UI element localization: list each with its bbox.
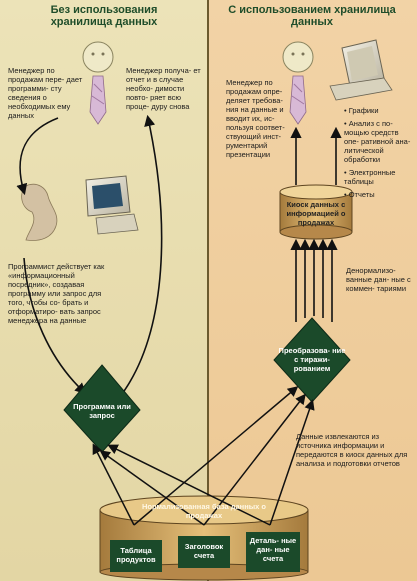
tool-item-spreadsheets: • Электронные таблицы <box>344 168 396 186</box>
left-manager-figure <box>82 41 114 125</box>
data-kiosk-cylinder <box>279 184 353 240</box>
table-label-invoice-header: Заголовок счета <box>184 542 224 560</box>
table-box-1 <box>110 540 162 572</box>
note-manager-receives: Менеджер получа- ет отчет и в случае нео… <box>126 66 201 111</box>
panel-divider <box>207 0 209 581</box>
right-panel-background <box>209 0 417 581</box>
table-label-invoice-details: Деталь- ные дан- ные счета <box>249 536 297 563</box>
note-programmer: Программист действует как «информационны… <box>8 262 105 325</box>
table-box-3 <box>246 532 300 572</box>
note-manager-defines: Менеджер по продажам опре- деляет требов… <box>226 78 285 159</box>
note-extracted: Данные извлекаются из источника информац… <box>296 432 408 468</box>
arrows-database-to-boxes <box>92 386 315 526</box>
laptop-icon <box>329 39 393 101</box>
right-manager-figure <box>282 41 314 125</box>
note-manager-request: Менеджер по продажам пере- дает программ… <box>8 66 83 120</box>
arrow-program-to-manager <box>121 114 163 395</box>
table-box-2 <box>178 536 230 568</box>
program-box-label: Программа или запрос <box>73 402 131 420</box>
arrows-transform-to-kiosk <box>290 238 338 322</box>
arrow-programmer-to-program <box>23 257 87 395</box>
table-label-products: Таблица продуктов <box>116 546 156 564</box>
note-denormalized: Денормализо- ванные дан- ные с коммен- т… <box>346 266 411 293</box>
programmer-figure <box>21 183 58 241</box>
tool-item-charts: • Графики <box>344 106 379 115</box>
tool-item-olap: • Анализ с по- мощью средств опе- ративн… <box>344 119 411 164</box>
right-panel-title: С использованием хранилища данных <box>228 4 396 28</box>
left-panel-title: Без использования хранилища данных <box>50 4 158 28</box>
transform-box-label: Преобразова- ние с тиражи- рованием <box>278 346 346 373</box>
arrow-manager-to-programmer <box>16 117 59 196</box>
kiosk-label: Киоск данных с информацией о продажах <box>286 200 346 227</box>
tool-item-reports: • Отчеты <box>344 190 375 199</box>
tools-list: • Графики • Анализ с по- мощью средств о… <box>344 106 414 199</box>
left-computer-icon <box>85 175 139 235</box>
database-title: Нормализованная база данных о продажах <box>142 502 266 520</box>
